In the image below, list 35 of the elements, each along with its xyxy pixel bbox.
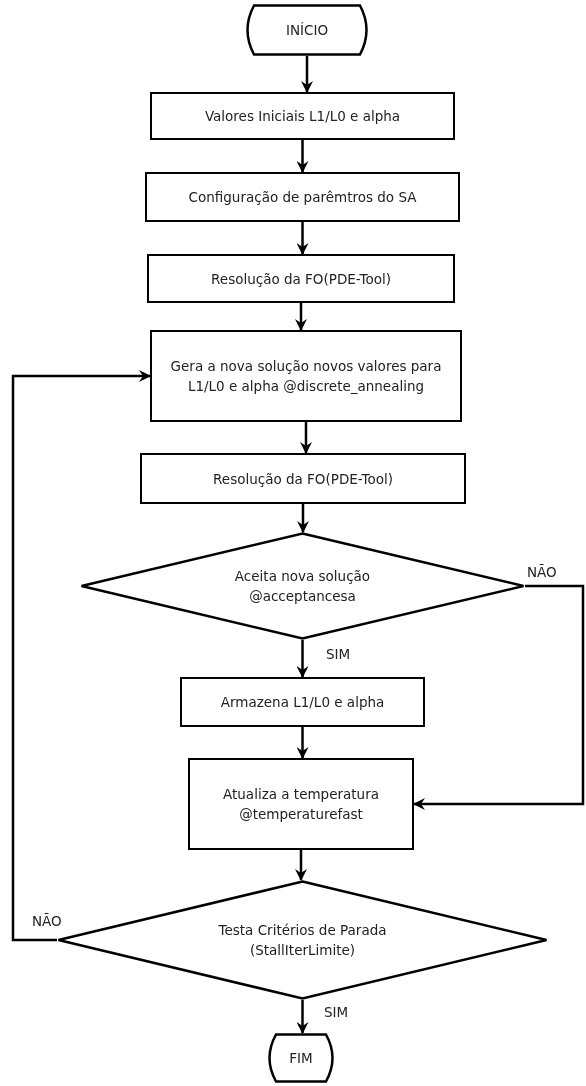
arrow xyxy=(297,504,309,533)
arrow xyxy=(296,727,309,759)
process-box xyxy=(147,254,455,303)
node-text: Armazena L1/L0 e alpha xyxy=(220,693,385,712)
node-text: INÍCIO xyxy=(285,21,329,40)
decision-diamond xyxy=(80,532,525,640)
arrow xyxy=(11,370,151,942)
node-text: Configuração de parêmtros do SA xyxy=(188,188,417,207)
node-text: Resolução da FO(PDE-Tool) xyxy=(211,269,391,289)
node-text: Resolução da FO(PDE-Tool) xyxy=(213,469,393,489)
arrow xyxy=(296,1000,309,1034)
node-text: Valores Iniciais L1/L0 e alpha xyxy=(204,107,401,126)
process-box xyxy=(140,453,466,504)
node-text: Atualiza a temperatura @temperaturefast xyxy=(222,785,380,824)
process-box xyxy=(145,172,460,222)
edge-label: SIM xyxy=(326,646,351,662)
node-text: Aceita nova solução @acceptancesa xyxy=(233,567,372,606)
node-text: FIM xyxy=(289,1049,313,1068)
arrow xyxy=(301,56,313,93)
edge-label: NÃO xyxy=(32,913,62,929)
process-box xyxy=(150,92,455,140)
process-box xyxy=(180,677,425,727)
arrow xyxy=(295,303,307,331)
arrow xyxy=(296,640,309,678)
arrow xyxy=(300,422,312,454)
process-box xyxy=(188,758,414,850)
node-text: Testa Critérios de Parada (StallIterLimite) xyxy=(217,921,388,960)
arrow xyxy=(413,584,585,810)
edge-label: NÃO xyxy=(527,564,557,580)
arrow xyxy=(296,140,309,173)
arrow xyxy=(295,850,307,881)
process-box xyxy=(150,330,462,422)
node-text: Gera a nova solução novos valores para L1/L0 e alpha @discrete_annealing xyxy=(169,357,443,396)
edge-label: SIM xyxy=(324,1004,349,1020)
arrow xyxy=(296,222,309,255)
